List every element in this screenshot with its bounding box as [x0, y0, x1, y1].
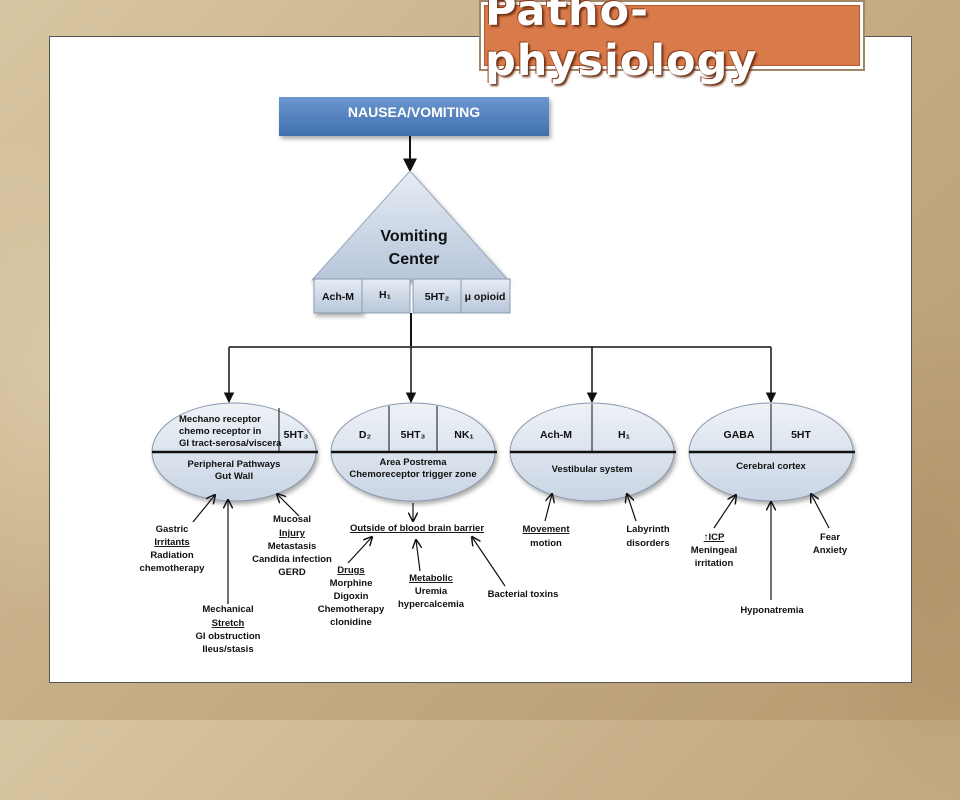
connectors — [223, 313, 777, 404]
cause-outside-bbb: Outside of blood brain barrier — [350, 523, 484, 534]
svg-text:disorders: disorders — [626, 538, 669, 549]
receptor-ach-m: Ach-M — [322, 291, 354, 303]
svg-text:GERD: GERD — [278, 567, 306, 578]
vestibular-h1: H₁ — [618, 429, 630, 441]
cause-gastric: Gastric Irritants Radiation chemotherapy — [140, 524, 206, 574]
cause-fear: Fear Anxiety — [813, 532, 848, 556]
svg-text:chemotherapy: chemotherapy — [140, 563, 206, 574]
receptor-h1: H₁ — [379, 289, 391, 301]
cortex-bottom: Cerebral cortex — [736, 461, 806, 472]
svg-text:motion: motion — [530, 538, 562, 549]
cause-arrows — [192, 494, 830, 604]
svg-text:Ileus/stasis: Ileus/stasis — [202, 644, 253, 655]
svg-text:Morphine: Morphine — [330, 578, 373, 589]
svg-text:Metabolic: Metabolic — [409, 573, 453, 584]
cause-movement: Movement motion — [523, 524, 571, 549]
peripheral-pathways-ellipse: Mechano receptor chemo receptor in GI tr… — [151, 402, 318, 502]
svg-text:Meningeal: Meningeal — [691, 545, 737, 556]
svg-text:Injury: Injury — [279, 528, 306, 539]
svg-text:GI obstruction: GI obstruction — [196, 631, 261, 642]
postrema-5ht3: 5HT₃ — [401, 429, 426, 441]
receptor-row: Ach-M H₁ 5HT₂ μ opioid — [313, 278, 511, 314]
cause-bacterial-toxins: Bacterial toxins — [488, 589, 559, 600]
nausea-vomiting-label: NAUSEA/VOMITING — [348, 104, 480, 120]
diagram-panel — [49, 36, 912, 683]
svg-text:Fear: Fear — [820, 532, 840, 543]
vomiting-center-line2: Center — [389, 251, 440, 268]
cause-mucosal: Mucosal Injury Metastasis Candida infect… — [252, 514, 332, 578]
svg-text:Digoxin: Digoxin — [334, 591, 369, 602]
vomiting-center: Vomiting Center Ach-M H₁ 5HT₂ μ opioid — [310, 170, 511, 314]
postrema-nk1: NK₁ — [454, 429, 474, 441]
svg-text:Labyrinth: Labyrinth — [626, 524, 669, 535]
vomiting-center-line1: Vomiting — [380, 228, 447, 245]
peripheral-5ht3: 5HT₃ — [284, 429, 309, 441]
vestibular-ach-m: Ach-M — [540, 429, 572, 441]
page-title: Patho-physiology — [485, 0, 758, 86]
peripheral-bottom-2: Gut Wall — [215, 471, 253, 482]
title-banner-fill: Patho-physiology — [484, 0, 860, 86]
svg-text:Candida infection: Candida infection — [252, 554, 332, 565]
svg-text:Drugs: Drugs — [337, 565, 364, 576]
svg-text:Mechanical: Mechanical — [202, 604, 253, 615]
svg-text:Stretch: Stretch — [212, 618, 245, 629]
svg-text:hypercalcemia: hypercalcemia — [398, 599, 465, 610]
svg-text:irritation: irritation — [695, 558, 734, 569]
vestibular-ellipse: Ach-M H₁ Vestibular system — [509, 402, 676, 502]
svg-text:Anxiety: Anxiety — [813, 545, 848, 556]
svg-text:Gastric: Gastric — [156, 524, 189, 535]
nausea-vomiting-box: NAUSEA/VOMITING — [279, 97, 549, 136]
peripheral-top-3: GI tract-serosa/viscera — [179, 438, 282, 449]
svg-text:Radiation: Radiation — [150, 550, 193, 561]
postrema-bottom-1: Area Postrema — [379, 457, 447, 468]
receptor-mu-opioid: μ opioid — [465, 291, 506, 303]
svg-text:clonidine: clonidine — [330, 617, 372, 628]
postrema-bottom-2: Chemoreceptor trigger zone — [349, 469, 476, 480]
svg-text:↑ICP: ↑ICP — [704, 532, 725, 543]
svg-text:Uremia: Uremia — [415, 586, 448, 597]
cause-labyrinth: Labyrinth disorders — [626, 524, 669, 549]
svg-text:Metastasis: Metastasis — [268, 541, 317, 552]
flow-diagram: NAUSEA/VOMITING Vomiting Center Ach-M H₁… — [140, 97, 855, 655]
cause-hyponatremia: Hyponatremia — [740, 605, 804, 616]
svg-text:Chemotherapy: Chemotherapy — [318, 604, 385, 615]
peripheral-top-1: Mechano receptor — [179, 414, 261, 425]
svg-text:Movement: Movement — [523, 524, 571, 535]
peripheral-bottom-1: Peripheral Pathways — [188, 459, 281, 470]
vestibular-bottom: Vestibular system — [552, 464, 633, 475]
cortex-5ht: 5HT — [791, 429, 811, 441]
svg-text:Irritants: Irritants — [154, 537, 189, 548]
peripheral-top-2: chemo receptor in — [179, 426, 262, 437]
cause-drugs: Drugs Morphine Digoxin Chemotherapy clon… — [318, 565, 385, 628]
cortex-gaba: GABA — [724, 429, 755, 441]
postrema-d2: D₂ — [359, 429, 372, 441]
svg-text:Mucosal: Mucosal — [273, 514, 311, 525]
area-postrema-ellipse: D₂ 5HT₃ NK₁ Area Postrema Chemoreceptor … — [330, 402, 497, 502]
title-banner: Patho-physiology — [479, 0, 865, 86]
receptor-5ht2: 5HT₂ — [425, 291, 450, 303]
cause-icp: ↑ICP Meningeal irritation — [691, 532, 737, 569]
cause-metabolic: Metabolic Uremia hypercalcemia — [398, 573, 465, 610]
cause-mechanical: Mechanical Stretch GI obstruction Ileus/… — [196, 604, 261, 655]
cerebral-cortex-ellipse: GABA 5HT Cerebral cortex — [688, 402, 855, 502]
